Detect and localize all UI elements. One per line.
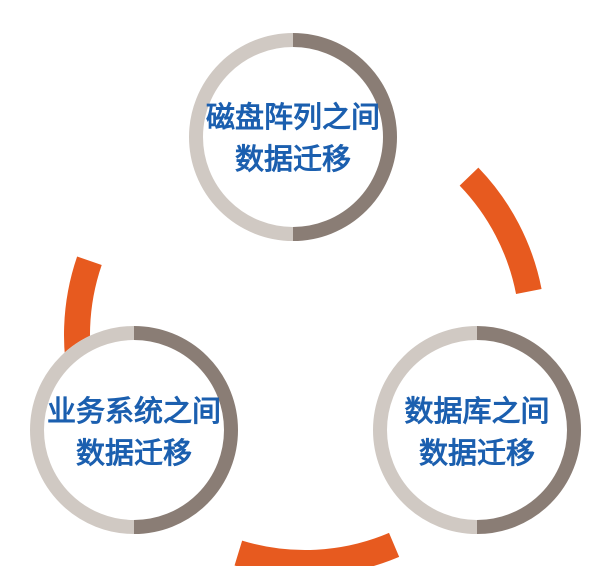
node-disk-array-fill <box>189 33 397 241</box>
node-database-line-2: 数据迁移 <box>419 436 535 470</box>
node-disk-array-line-2: 数据迁移 <box>235 142 351 176</box>
node-database-ring-left <box>373 326 478 534</box>
node-business-system-ring-left <box>30 326 135 534</box>
connector-bottom <box>234 532 400 566</box>
node-database-fill <box>373 326 581 534</box>
node-business-system-line-2: 数据迁移 <box>76 436 192 470</box>
node-database-line-1: 数据库之间 <box>404 394 549 428</box>
connector-top-right <box>459 167 542 295</box>
node-database-ring-right <box>476 326 581 534</box>
node-disk-array-ring-left <box>189 33 294 241</box>
node-business-system-line-1: 业务系统之间 <box>47 394 221 428</box>
node-business-system-fill <box>30 326 238 534</box>
node-disk-array-line-1: 磁盘阵列之间 <box>206 100 380 134</box>
node-disk-array-ring-right <box>292 33 397 241</box>
node-business-system: 业务系统之间 数据迁移 <box>30 326 238 534</box>
node-business-system-ring-right <box>133 326 238 534</box>
node-disk-array: 磁盘阵列之间 数据迁移 <box>189 33 397 241</box>
node-database: 数据库之间 数据迁移 <box>373 326 581 534</box>
